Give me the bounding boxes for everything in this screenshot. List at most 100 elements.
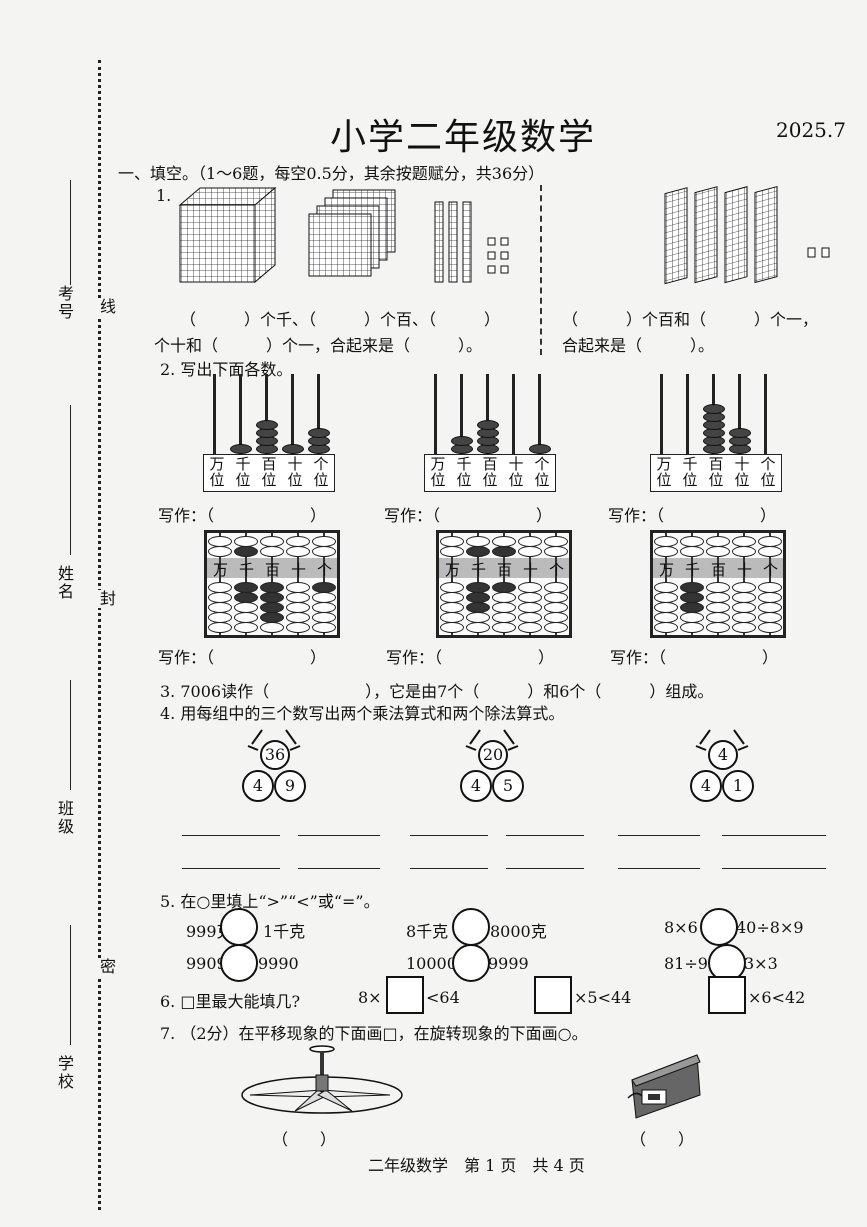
place-value-label: 个位 <box>534 455 550 489</box>
abacus-bead <box>654 622 678 633</box>
q4-blank[interactable] <box>618 835 700 836</box>
counting-frame-rod <box>291 374 294 454</box>
q4-blank[interactable] <box>618 868 700 869</box>
abacus-place-label: 千 <box>685 561 701 579</box>
abacus-bead <box>466 546 490 557</box>
cut-mark-line: 线 <box>94 298 118 316</box>
q4-blank[interactable] <box>298 868 380 869</box>
abacus-place-label: 个 <box>763 561 779 579</box>
abacus-bead <box>312 546 336 557</box>
q5-item-right: 40÷8×9 <box>736 918 804 937</box>
abacus-place-label: 十 <box>737 561 753 579</box>
q4-blank[interactable] <box>722 868 826 869</box>
place-value-label: 百位 <box>708 455 724 489</box>
write-answer-abacus[interactable]: 写作：（ ） <box>610 648 779 667</box>
abacus-place-label: 百 <box>711 561 727 579</box>
abacus-bead <box>466 622 490 633</box>
abacus-bead <box>680 622 704 633</box>
q1-left-blocks-image <box>178 186 509 284</box>
counting-frame-rod <box>239 374 242 454</box>
place-value-label: 十位 <box>287 455 303 489</box>
abacus-bead <box>680 546 704 557</box>
margin-label-name: 姓名 <box>55 565 74 601</box>
place-value-label: 百位 <box>482 455 498 489</box>
q4-blank[interactable] <box>410 835 488 836</box>
q4-blank[interactable] <box>182 868 280 869</box>
counting-frame-bead <box>703 404 725 414</box>
q1-right-blocks-image <box>664 186 830 285</box>
counting-frame-base <box>650 454 782 492</box>
q5-item-right: 1千克 <box>263 922 306 941</box>
abacus-bead <box>518 546 542 557</box>
place-value-label: 千位 <box>456 455 472 489</box>
q5-compare-circle[interactable] <box>452 944 490 982</box>
section-heading: 一、填空。（1～6题，每空0.5分，其余按题赋分，共36分） <box>118 164 545 183</box>
number-ball-top: 36 <box>260 740 290 770</box>
counting-frame-rod <box>460 374 463 454</box>
class-field[interactable] <box>70 680 71 790</box>
abacus-place-label: 个 <box>549 561 565 579</box>
q5-compare-circle[interactable] <box>700 908 738 946</box>
abacus-bead <box>234 622 258 633</box>
write-answer-frame[interactable]: 写作：（ ） <box>608 506 777 525</box>
q5-compare-circle[interactable] <box>452 908 490 946</box>
q4-blank[interactable] <box>722 835 826 836</box>
number-ball-left: 4 <box>242 770 274 802</box>
q6-answer-box[interactable] <box>708 976 746 1014</box>
q1-left-line1: （ ）个千、（ ）个百、（ ） <box>180 310 501 329</box>
abacus-place-label: 十 <box>291 561 307 579</box>
q5-item-left: 8千克 <box>406 922 449 941</box>
q3-text: 3. 7006读作（ ），它是由7个（ ）和6个（ ）组成。 <box>160 682 714 701</box>
q4-prompt: 4. 用每组中的三个数写出两个乘法算式和两个除法算式。 <box>160 704 565 723</box>
q4-blank[interactable] <box>182 835 280 836</box>
write-answer-abacus[interactable]: 写作：（ ） <box>158 648 327 667</box>
q4-blank[interactable] <box>298 835 380 836</box>
name-field[interactable] <box>70 405 71 555</box>
place-value-label: 千位 <box>682 455 698 489</box>
write-answer-frame[interactable]: 写作：（ ） <box>158 506 327 525</box>
number-ball-right: 9 <box>274 770 306 802</box>
write-answer-abacus[interactable]: 写作：（ ） <box>386 648 555 667</box>
abacus-place-label: 千 <box>471 561 487 579</box>
q5-compare-circle[interactable] <box>220 944 258 982</box>
drawer-image <box>627 1054 701 1119</box>
abacus-bead <box>208 546 232 557</box>
counting-frame-bead <box>729 428 751 438</box>
abacus-bead <box>440 546 464 557</box>
number-ball-left: 4 <box>690 770 722 802</box>
q4-blank[interactable] <box>506 868 584 869</box>
q7-answer-drawer[interactable]: （ ） <box>630 1130 695 1149</box>
abacus-bead <box>758 546 782 557</box>
q6-prompt: 6. □里最大能填几? <box>160 992 301 1011</box>
exam-number-field[interactable] <box>70 180 71 285</box>
cut-mark-seal: 封 <box>94 590 118 608</box>
q5-prompt: 5. 在○里填上“>”“<”或“=”。 <box>160 892 380 911</box>
abacus-bead <box>544 622 568 633</box>
counting-frame-rod <box>738 374 741 454</box>
robot-antenna-icon <box>247 729 301 751</box>
place-value-label: 十位 <box>734 455 750 489</box>
q7-answer-fan[interactable]: （ ） <box>272 1130 337 1149</box>
q5-item-left: 8×6 <box>664 918 698 937</box>
q6-answer-box[interactable] <box>386 976 424 1014</box>
ceiling-fan-image <box>241 1045 403 1114</box>
place-value-label: 个位 <box>313 455 329 489</box>
write-answer-frame[interactable]: 写作：（ ） <box>384 506 553 525</box>
number-ball-top: 4 <box>708 740 738 770</box>
counting-frame-rod <box>213 374 216 454</box>
robot-antenna-icon <box>465 729 519 751</box>
q6-answer-box[interactable] <box>534 976 572 1014</box>
counting-frame-rod <box>538 374 541 454</box>
school-field[interactable] <box>70 925 71 1045</box>
q5-item-right: 8000克 <box>490 922 547 941</box>
abacus-bead <box>706 546 730 557</box>
counting-frame-rod <box>512 374 515 454</box>
counting-frame-rod <box>764 374 767 454</box>
margin-label-exam-number: 考号 <box>55 285 74 321</box>
abacus-bead <box>440 622 464 633</box>
abacus-place-label: 千 <box>239 561 255 579</box>
q4-blank[interactable] <box>410 868 488 869</box>
abacus-place-label: 百 <box>497 561 513 579</box>
q5-compare-circle[interactable] <box>220 908 258 946</box>
q4-blank[interactable] <box>506 835 584 836</box>
